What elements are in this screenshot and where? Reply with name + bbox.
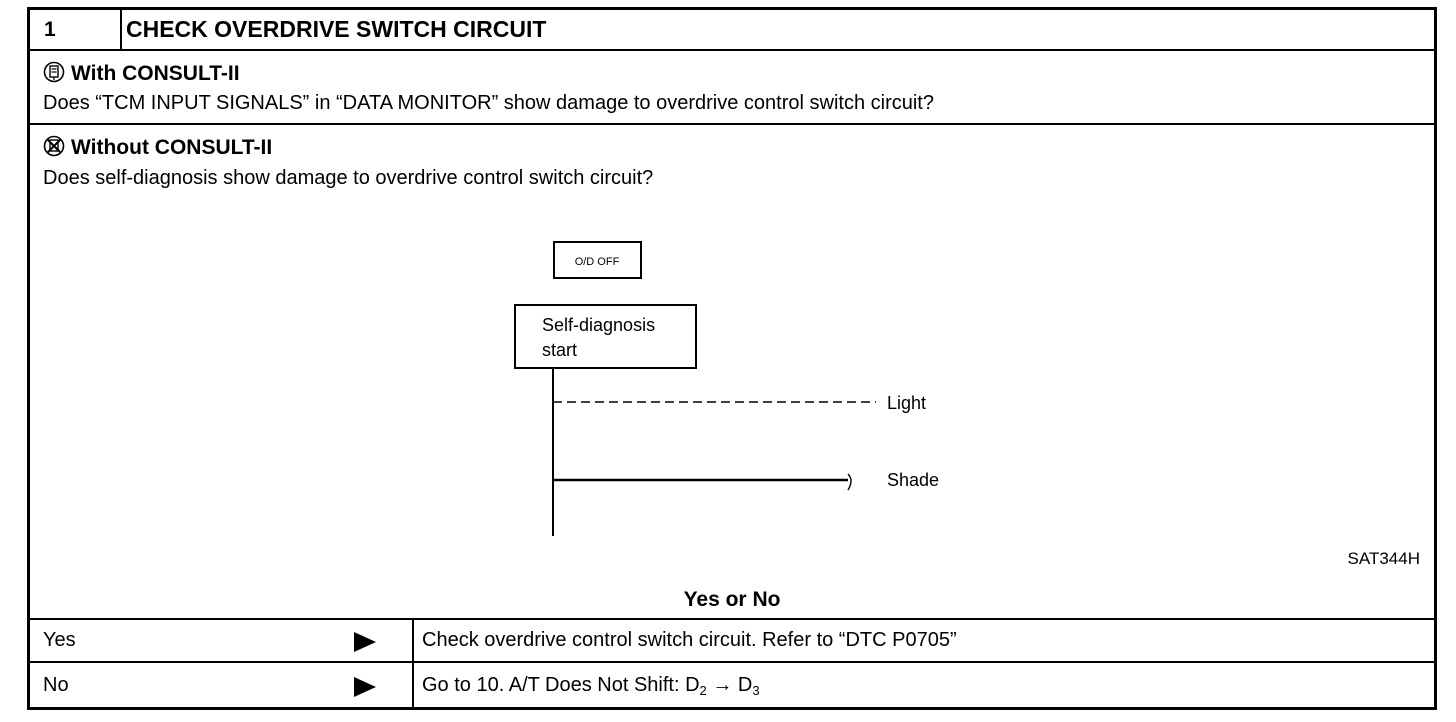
answer-yes-key: Yes <box>43 629 76 651</box>
with-consult-section: With CONSULT-II Does “TCM INPUT SIGNALS”… <box>30 51 1434 125</box>
decision-label: Yes or No <box>683 588 781 611</box>
gear-subscript-2: 2 <box>699 683 707 698</box>
self-diagnosis-diagram: O/D OFF Self-diagnosis start Light Shade <box>514 241 939 536</box>
answer-divider <box>412 620 414 661</box>
without-consult-label: Without CONSULT-II <box>71 136 273 159</box>
without-consult-question: Does self-diagnosis show damage to overd… <box>43 167 654 189</box>
with-consult-label: With CONSULT-II <box>71 62 240 85</box>
step-number: 1 <box>30 10 122 49</box>
gear-subscript-3: 3 <box>752 683 760 698</box>
shade-line-end <box>847 473 852 491</box>
self-diagnosis-text-line2: start <box>542 340 577 360</box>
answer-row-no: No Go to 10. A/T Does Not Shift: D2 → D3 <box>30 661 1434 707</box>
od-off-label: O/D OFF <box>575 256 620 268</box>
right-arrow-icon <box>354 632 376 652</box>
answer-yes-action: Check overdrive control switch circuit. … <box>422 629 957 651</box>
answer-no-arrow-text: → D <box>706 674 753 696</box>
od-off-switch <box>553 241 642 279</box>
answer-divider <box>412 663 414 707</box>
shade-label: Shade <box>887 470 939 490</box>
self-diagnosis-text-line1: Self-diagnosis <box>542 315 655 335</box>
figure-reference-code: SAT344H <box>1347 549 1420 568</box>
consult-crossed-icon <box>43 135 65 157</box>
with-consult-heading: With CONSULT-II <box>43 61 240 86</box>
step-title: CHECK OVERDRIVE SWITCH CIRCUIT <box>126 16 547 42</box>
answer-no-action: Go to 10. A/T Does Not Shift: D2 → D3 <box>422 663 760 713</box>
answer-no-action-text: Go to 10. A/T Does Not Shift: D <box>422 674 700 696</box>
light-label: Light <box>887 393 926 413</box>
without-consult-heading: Without CONSULT-II <box>43 135 272 160</box>
without-consult-section: Without CONSULT-II Does self-diagnosis s… <box>30 125 1434 617</box>
answer-no-key: No <box>43 674 69 696</box>
consult-connected-icon <box>43 61 65 83</box>
right-arrow-icon <box>354 677 376 697</box>
answer-row-yes: Yes Check overdrive control switch circu… <box>30 618 1434 661</box>
step-header: 1 CHECK OVERDRIVE SWITCH CIRCUIT <box>30 10 1434 51</box>
with-consult-question: Does “TCM INPUT SIGNALS” in “DATA MONITO… <box>43 92 934 114</box>
diagnostic-table: 1 CHECK OVERDRIVE SWITCH CIRCUIT With CO… <box>27 7 1437 710</box>
self-diagnosis-box <box>514 304 697 369</box>
